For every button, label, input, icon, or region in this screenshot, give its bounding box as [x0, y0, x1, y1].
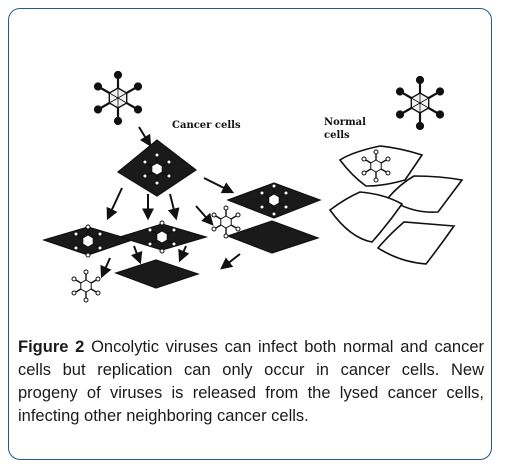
normal-cell	[376, 221, 456, 265]
normal-cells-label: Normal cells	[324, 116, 366, 142]
cancer-cell	[114, 259, 200, 289]
arrow	[203, 177, 235, 194]
normal-cell	[386, 175, 464, 214]
normal-cells-label-line1: Normal	[324, 117, 366, 128]
arrow	[106, 187, 123, 221]
virus-icon	[93, 70, 143, 126]
figure-caption: Figure 2 Oncolytic viruses can infect bo…	[18, 336, 484, 428]
arrow	[178, 245, 190, 263]
virus-icon	[395, 75, 445, 131]
arrow	[167, 193, 180, 221]
figure-label: Figure 2	[18, 338, 85, 356]
arrow	[138, 126, 152, 148]
normal-cell	[328, 191, 404, 243]
arrow	[131, 245, 143, 265]
oncolytic-virus-diagram	[42, 70, 464, 303]
caption-text: Oncolytic viruses can infect both normal…	[18, 338, 484, 425]
arrow	[100, 257, 112, 279]
cancer-cells-label: Cancer cells	[172, 120, 241, 131]
normal-cells-label-line2: cells	[324, 130, 350, 141]
cancer-cell	[226, 220, 320, 254]
arrow	[220, 253, 241, 270]
arrow	[195, 205, 214, 226]
virus-icon	[71, 269, 101, 303]
